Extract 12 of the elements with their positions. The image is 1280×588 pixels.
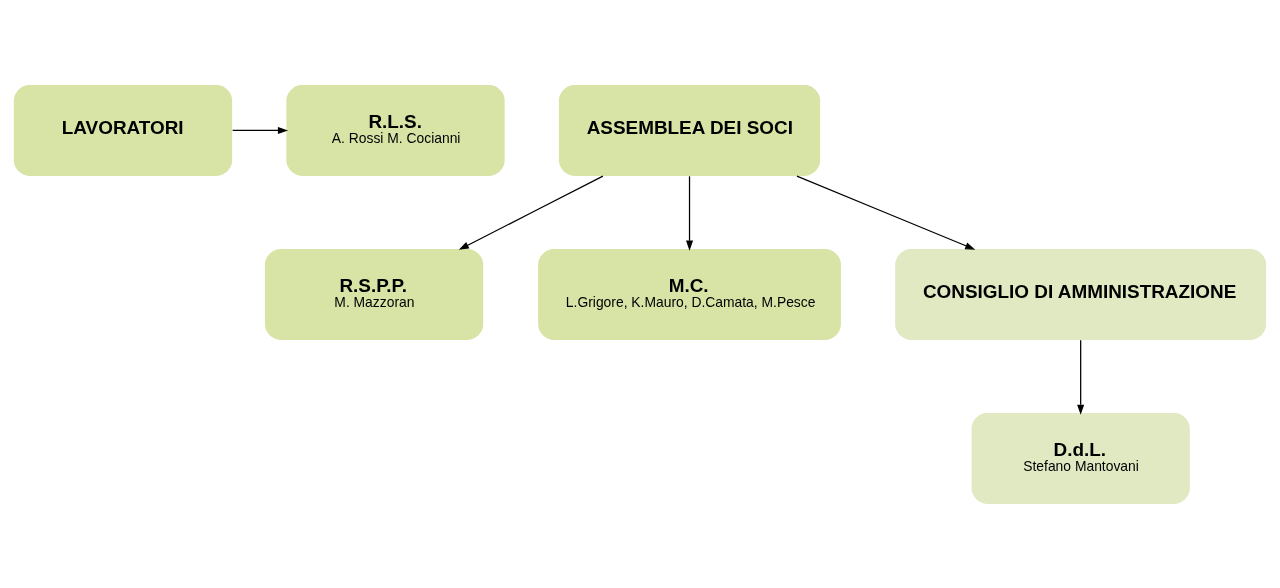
arrow [1077, 339, 1085, 415]
node-box: CONSIGLIO DI AMMINISTRAZIONE [895, 248, 1267, 340]
arrow [686, 175, 694, 251]
node-box: R.L.S. A. Rossi M. Cocianni [286, 84, 505, 176]
node-box: M.C. L.Grigore, K.Mauro, D.Camata, M.Pesce [538, 248, 841, 340]
arrow [458, 174, 604, 250]
node-box: LAVORATORI [13, 84, 233, 176]
node-box: D.d.L. Stefano Mantovani [971, 412, 1190, 504]
arrow [796, 174, 976, 250]
arrow [232, 126, 288, 134]
node-box: ASSEMBLEA DEI SOCI [558, 84, 821, 176]
node-box: R.S.P.P. M. Mazzoran [264, 248, 484, 340]
